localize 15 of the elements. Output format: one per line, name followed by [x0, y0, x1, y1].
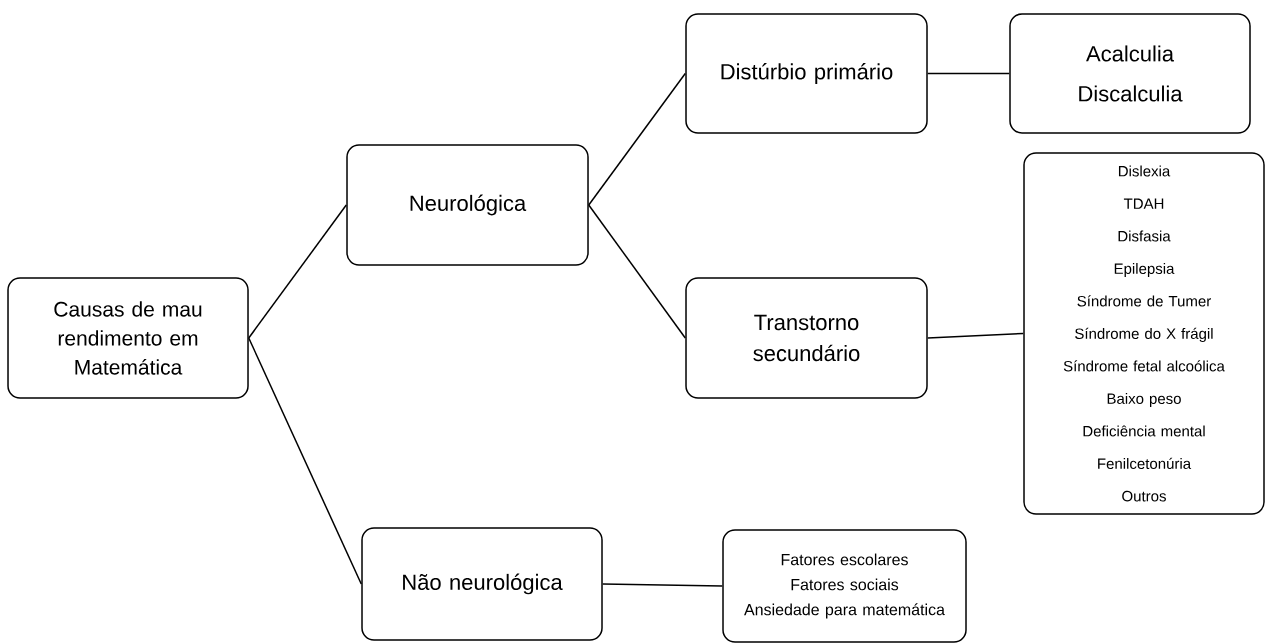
main-box: Acalculia Discalculia	[1009, 13, 1251, 134]
connector-line	[248, 337, 362, 585]
main-box: Não neurológica	[361, 527, 603, 641]
main-box: Neurológica	[346, 144, 589, 266]
connector-line	[927, 72, 1010, 75]
list-box: Dislexia TDAH Disfasia Epilepsia Síndrome de Tumer Síndrome do X frágil Síndrome fetal alcoólica Baixo peso Deficiência mental Fenilcetonúria Outros	[1023, 152, 1265, 515]
connector-line	[588, 72, 686, 206]
connector-line	[588, 204, 686, 339]
main-box: Distúrbio primário	[685, 13, 928, 134]
main-box: Transtorno secundário	[685, 277, 928, 399]
list-box: Fatores escolares Fatores sociais Ansiedade para matemática	[722, 529, 967, 643]
main-box: Causas de mau rendimento em Matemática	[7, 277, 249, 399]
connector-line	[927, 332, 1024, 339]
connector-line	[248, 204, 347, 339]
connector-line	[602, 583, 723, 587]
